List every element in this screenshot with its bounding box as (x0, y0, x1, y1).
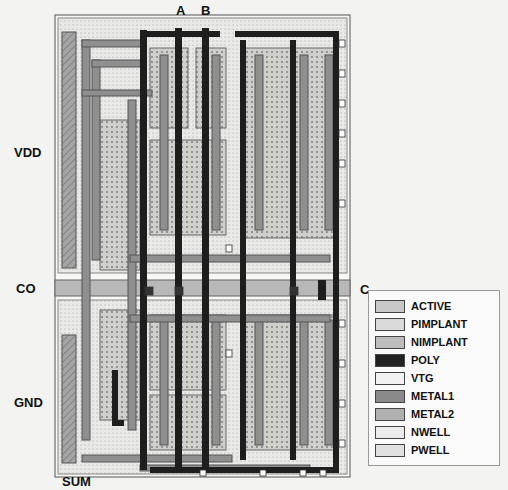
legend-row: METAL1 (375, 387, 495, 405)
legend-swatch (375, 408, 405, 421)
legend-row: PWELL (375, 441, 495, 459)
cell-body (55, 15, 350, 477)
legend-box: ACTIVE PIMPLANT NIMPLANT POLY VTG METAL1METAL… (368, 290, 500, 466)
legend-text: PIMPLANT (411, 318, 467, 330)
signal-label: CO (16, 282, 36, 295)
legend-swatch (375, 354, 405, 367)
legend-text: METAL1 (411, 390, 454, 402)
signal-label: SUM (62, 475, 91, 488)
signal-label: VDD (14, 146, 41, 159)
contacts (145, 40, 345, 476)
active-regions (100, 48, 335, 450)
legend-swatch (375, 300, 405, 313)
legend-text: VTG (411, 372, 434, 384)
legend-swatch (375, 390, 405, 403)
signal-label: B (201, 4, 210, 17)
legend-row: PIMPLANT (375, 315, 495, 333)
poly-loop (140, 34, 336, 470)
legend-row: POLY (375, 351, 495, 369)
signal-label: A (176, 4, 185, 17)
signal-label: GND (14, 396, 43, 409)
legend-row: VTG (375, 369, 495, 387)
legend-text: NIMPLANT (411, 336, 468, 348)
legend-swatch (375, 444, 405, 457)
poly-gates (112, 28, 326, 470)
legend-text: POLY (411, 354, 440, 366)
legend-row: NWELL (375, 423, 495, 441)
legend-swatch (375, 336, 405, 349)
legend-swatch (375, 426, 405, 439)
legend-text: PWELL (411, 444, 450, 456)
legend-text: ACTIVE (411, 300, 451, 312)
legend-row: METAL2 (375, 405, 495, 423)
legend-swatch (375, 318, 405, 331)
legend-swatch (375, 372, 405, 385)
legend-text: METAL2 (411, 408, 454, 420)
legend-text: NWELL (411, 426, 450, 438)
legend-row: NIMPLANT (375, 333, 495, 351)
legend-row: ACTIVE (375, 297, 495, 315)
